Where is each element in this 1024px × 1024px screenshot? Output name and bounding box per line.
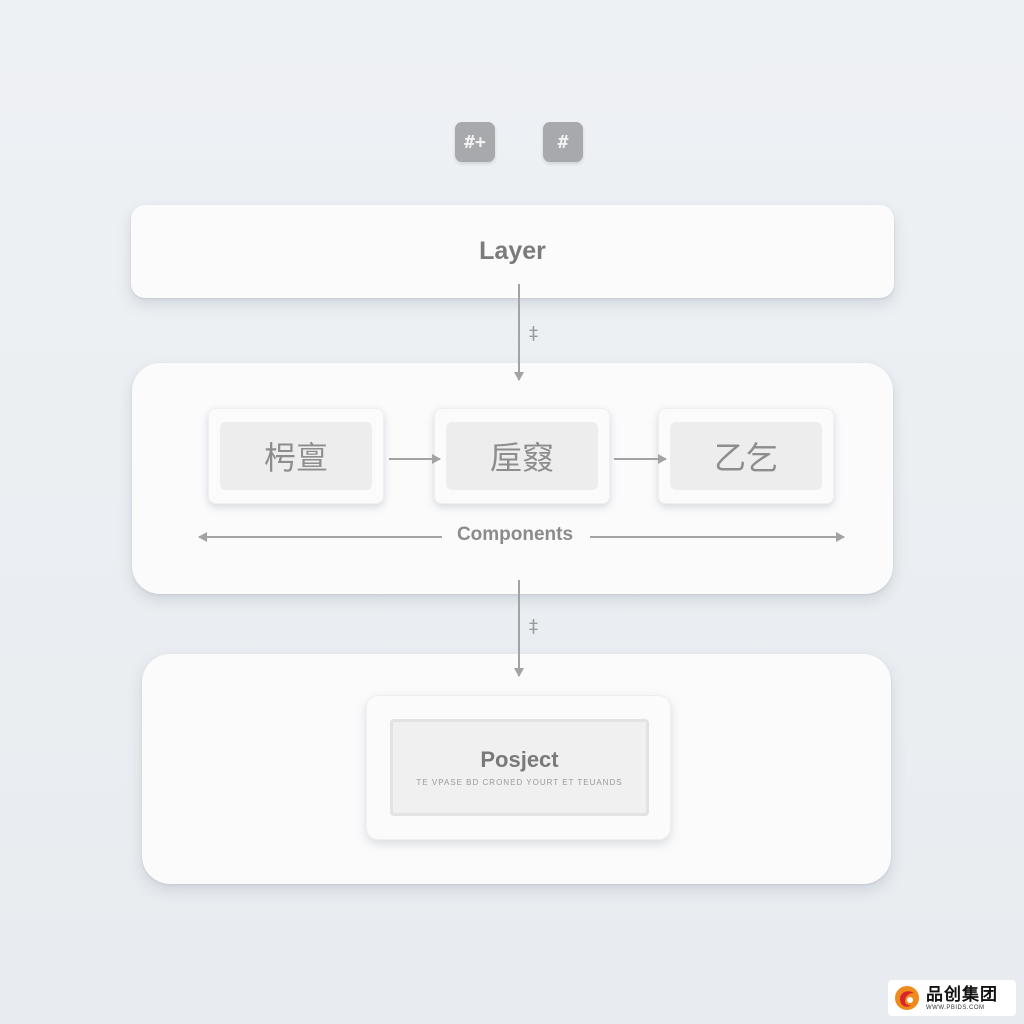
- project-subtitle: TE VPASE BD CRONED YOURT ET TEUANDS: [416, 778, 623, 787]
- component-card-label: 枵亶: [220, 422, 372, 490]
- component-card[interactable]: 垕窡: [434, 408, 610, 504]
- connector-top-glyph: ‡: [529, 323, 538, 344]
- component-card[interactable]: 枵亶: [208, 408, 384, 504]
- component-card-label: 垕窡: [446, 422, 598, 490]
- project-title: Posject: [480, 747, 559, 772]
- component-card[interactable]: 乙乞: [658, 408, 834, 504]
- connector-bottom-glyph: ‡: [529, 616, 538, 637]
- components-label: Components: [456, 524, 574, 545]
- layer-panel: Layer: [131, 205, 894, 298]
- grid-icon[interactable]: #: [543, 122, 583, 162]
- brand-url: WWW.PBIDS.COM: [926, 1004, 985, 1011]
- layer-title: Layer: [479, 237, 546, 265]
- brand-logo-icon: [895, 986, 919, 1010]
- project-card[interactable]: Posject TE VPASE BD CRONED YOURT ET TEUA…: [366, 695, 671, 840]
- brand-name: 品创集团: [926, 984, 998, 1004]
- hash-icon[interactable]: #+: [455, 122, 495, 162]
- project-inner: Posject TE VPASE BD CRONED YOURT ET TEUA…: [390, 719, 649, 816]
- brand-watermark: 品创集团 WWW.PBIDS.COM: [888, 980, 1016, 1016]
- component-card-label: 乙乞: [670, 422, 822, 490]
